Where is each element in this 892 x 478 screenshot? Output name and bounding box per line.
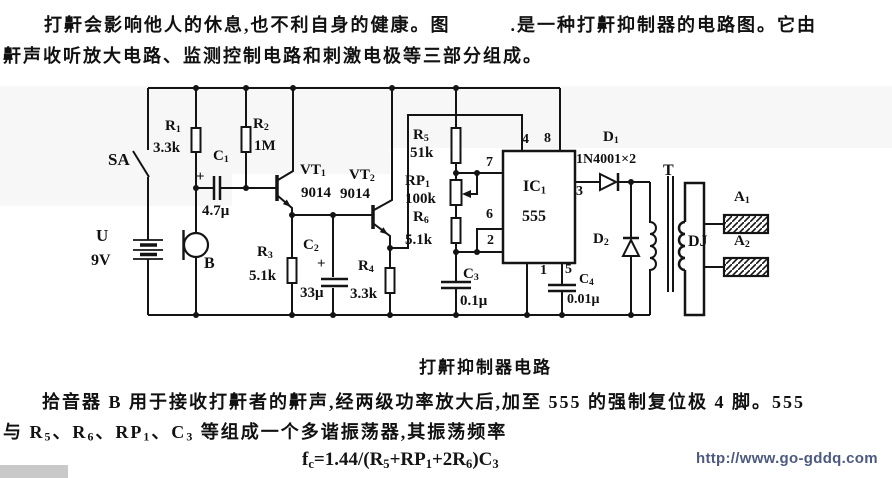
resistor-r6-body <box>450 217 462 244</box>
label-r1: R1 <box>165 118 181 136</box>
switch-sa-symbol <box>132 150 150 178</box>
potentiometer-rp1-body <box>449 179 463 206</box>
capacitor-c4-plates <box>548 283 576 293</box>
label-r4: R4 <box>358 258 374 276</box>
label-d1-value: 1N4001×2 <box>576 152 637 167</box>
label-battery-voltage: 9V <box>91 252 111 269</box>
electrode-a2 <box>722 256 770 278</box>
label-rp1-value: 100k <box>405 191 436 207</box>
junction-dots <box>193 85 634 318</box>
label-c4: C4 <box>579 272 594 288</box>
label-pin-6: 6 <box>486 207 493 222</box>
label-ic1: IC1 <box>523 178 547 197</box>
label-switch-sa: SA <box>108 150 130 169</box>
label-r1-value: 3.3k <box>153 140 181 156</box>
intro-line-1: 打鼾会影响他人的休息,也不利自身的健康。图 .是一种打鼾抑制器的电路图。它由 <box>44 15 817 35</box>
resistor-r3-body <box>286 257 298 284</box>
label-c1-polarity: + <box>196 169 205 185</box>
label-electrode-a1: A1 <box>734 189 750 207</box>
label-r3-value: 5.1k <box>249 268 277 284</box>
label-rp1: RP1 <box>405 173 430 191</box>
label-pin-2: 2 <box>487 233 494 248</box>
resistor-bodies <box>190 126 463 294</box>
diode-d1-symbol <box>599 172 620 192</box>
label-microphone-b: B <box>204 255 215 272</box>
electrode-a1 <box>722 213 770 235</box>
capacitor-c3-plates <box>441 280 471 290</box>
transistor-vt2-symbol <box>371 205 388 235</box>
transformer-primary-winding <box>649 182 657 315</box>
body-line-1: 拾音器 B 用于接收打鼾者的鼾声,经两级功率放大后,加至 555 的强制复位极 … <box>42 392 806 412</box>
label-pin-4: 4 <box>522 132 529 147</box>
label-vt2: VT2 <box>349 167 375 185</box>
transformer-symbol <box>649 176 706 317</box>
label-vt1-value: 9014 <box>301 185 331 201</box>
intro-line-2: 鼾声收听放大电路、监测控制电路和刺激电极等三部分组成。 <box>3 46 543 66</box>
label-c2-value: 33μ <box>300 285 324 301</box>
label-vt2-value: 9014 <box>340 186 370 202</box>
label-transformer-t: T <box>663 162 674 179</box>
label-battery-u: U <box>96 226 109 245</box>
label-electrode-a2: A2 <box>734 233 750 251</box>
label-r5-value: 51k <box>410 145 434 161</box>
label-c2-polarity: + <box>317 256 326 272</box>
watermark-url: http://www.go-gddq.com <box>696 450 878 467</box>
capacitor-plates <box>212 176 576 293</box>
body-line-2: 与 R5、R6、RP1、C3 等组成一个多谐振荡器,其振荡频率 <box>3 422 508 444</box>
figure-caption: 打鼾抑制器电路 <box>419 358 552 377</box>
label-d2: D2 <box>593 231 609 249</box>
label-r2: R2 <box>253 116 269 134</box>
label-pin-7: 7 <box>486 155 493 170</box>
label-vt1: VT1 <box>300 162 326 180</box>
label-r6: R6 <box>413 209 429 227</box>
label-ic1-value: 555 <box>522 208 546 225</box>
label-pin-8: 8 <box>544 131 551 146</box>
label-c1: C1 <box>213 148 229 166</box>
battery-symbol <box>133 239 163 260</box>
oscillation-frequency-formula: fc=1.44/(R5+RP1+2R6)C3 <box>302 449 499 471</box>
transistor-vt1-symbol <box>275 175 291 207</box>
resistor-r1-body <box>190 127 202 153</box>
label-c2: C2 <box>303 237 319 255</box>
label-pin-3: 3 <box>576 184 583 199</box>
resistor-r5-body <box>450 127 462 164</box>
label-pin-1: 1 <box>540 263 547 278</box>
capacitor-c1-plates <box>212 176 222 200</box>
label-r5: R5 <box>413 127 429 145</box>
label-r2-value: 1M <box>254 138 276 154</box>
label-r3: R3 <box>257 244 273 262</box>
potentiometer-wiper-arrow <box>462 190 471 198</box>
capacitor-c2-plates <box>321 277 348 288</box>
label-c3: C3 <box>463 266 479 284</box>
microphone-symbol <box>182 230 210 260</box>
label-d1: D1 <box>603 129 619 147</box>
label-r4-value: 3.3k <box>350 286 378 302</box>
diode-d2-symbol <box>621 236 641 257</box>
label-dj: DJ <box>688 233 708 250</box>
electrodes <box>722 213 770 278</box>
label-r6-value: 5.1k <box>405 232 433 248</box>
label-c4-value: 0.01μ <box>567 292 600 307</box>
transformer-core <box>667 176 674 292</box>
label-c3-value: 0.1μ <box>460 293 488 309</box>
resistor-r4-body <box>384 267 396 294</box>
label-c1-value: 4.7μ <box>202 203 230 219</box>
resistor-r2-body <box>240 126 252 153</box>
dj-secondary-frame <box>677 181 706 317</box>
label-pin-5: 5 <box>565 262 572 277</box>
ic-555-box <box>501 149 577 265</box>
